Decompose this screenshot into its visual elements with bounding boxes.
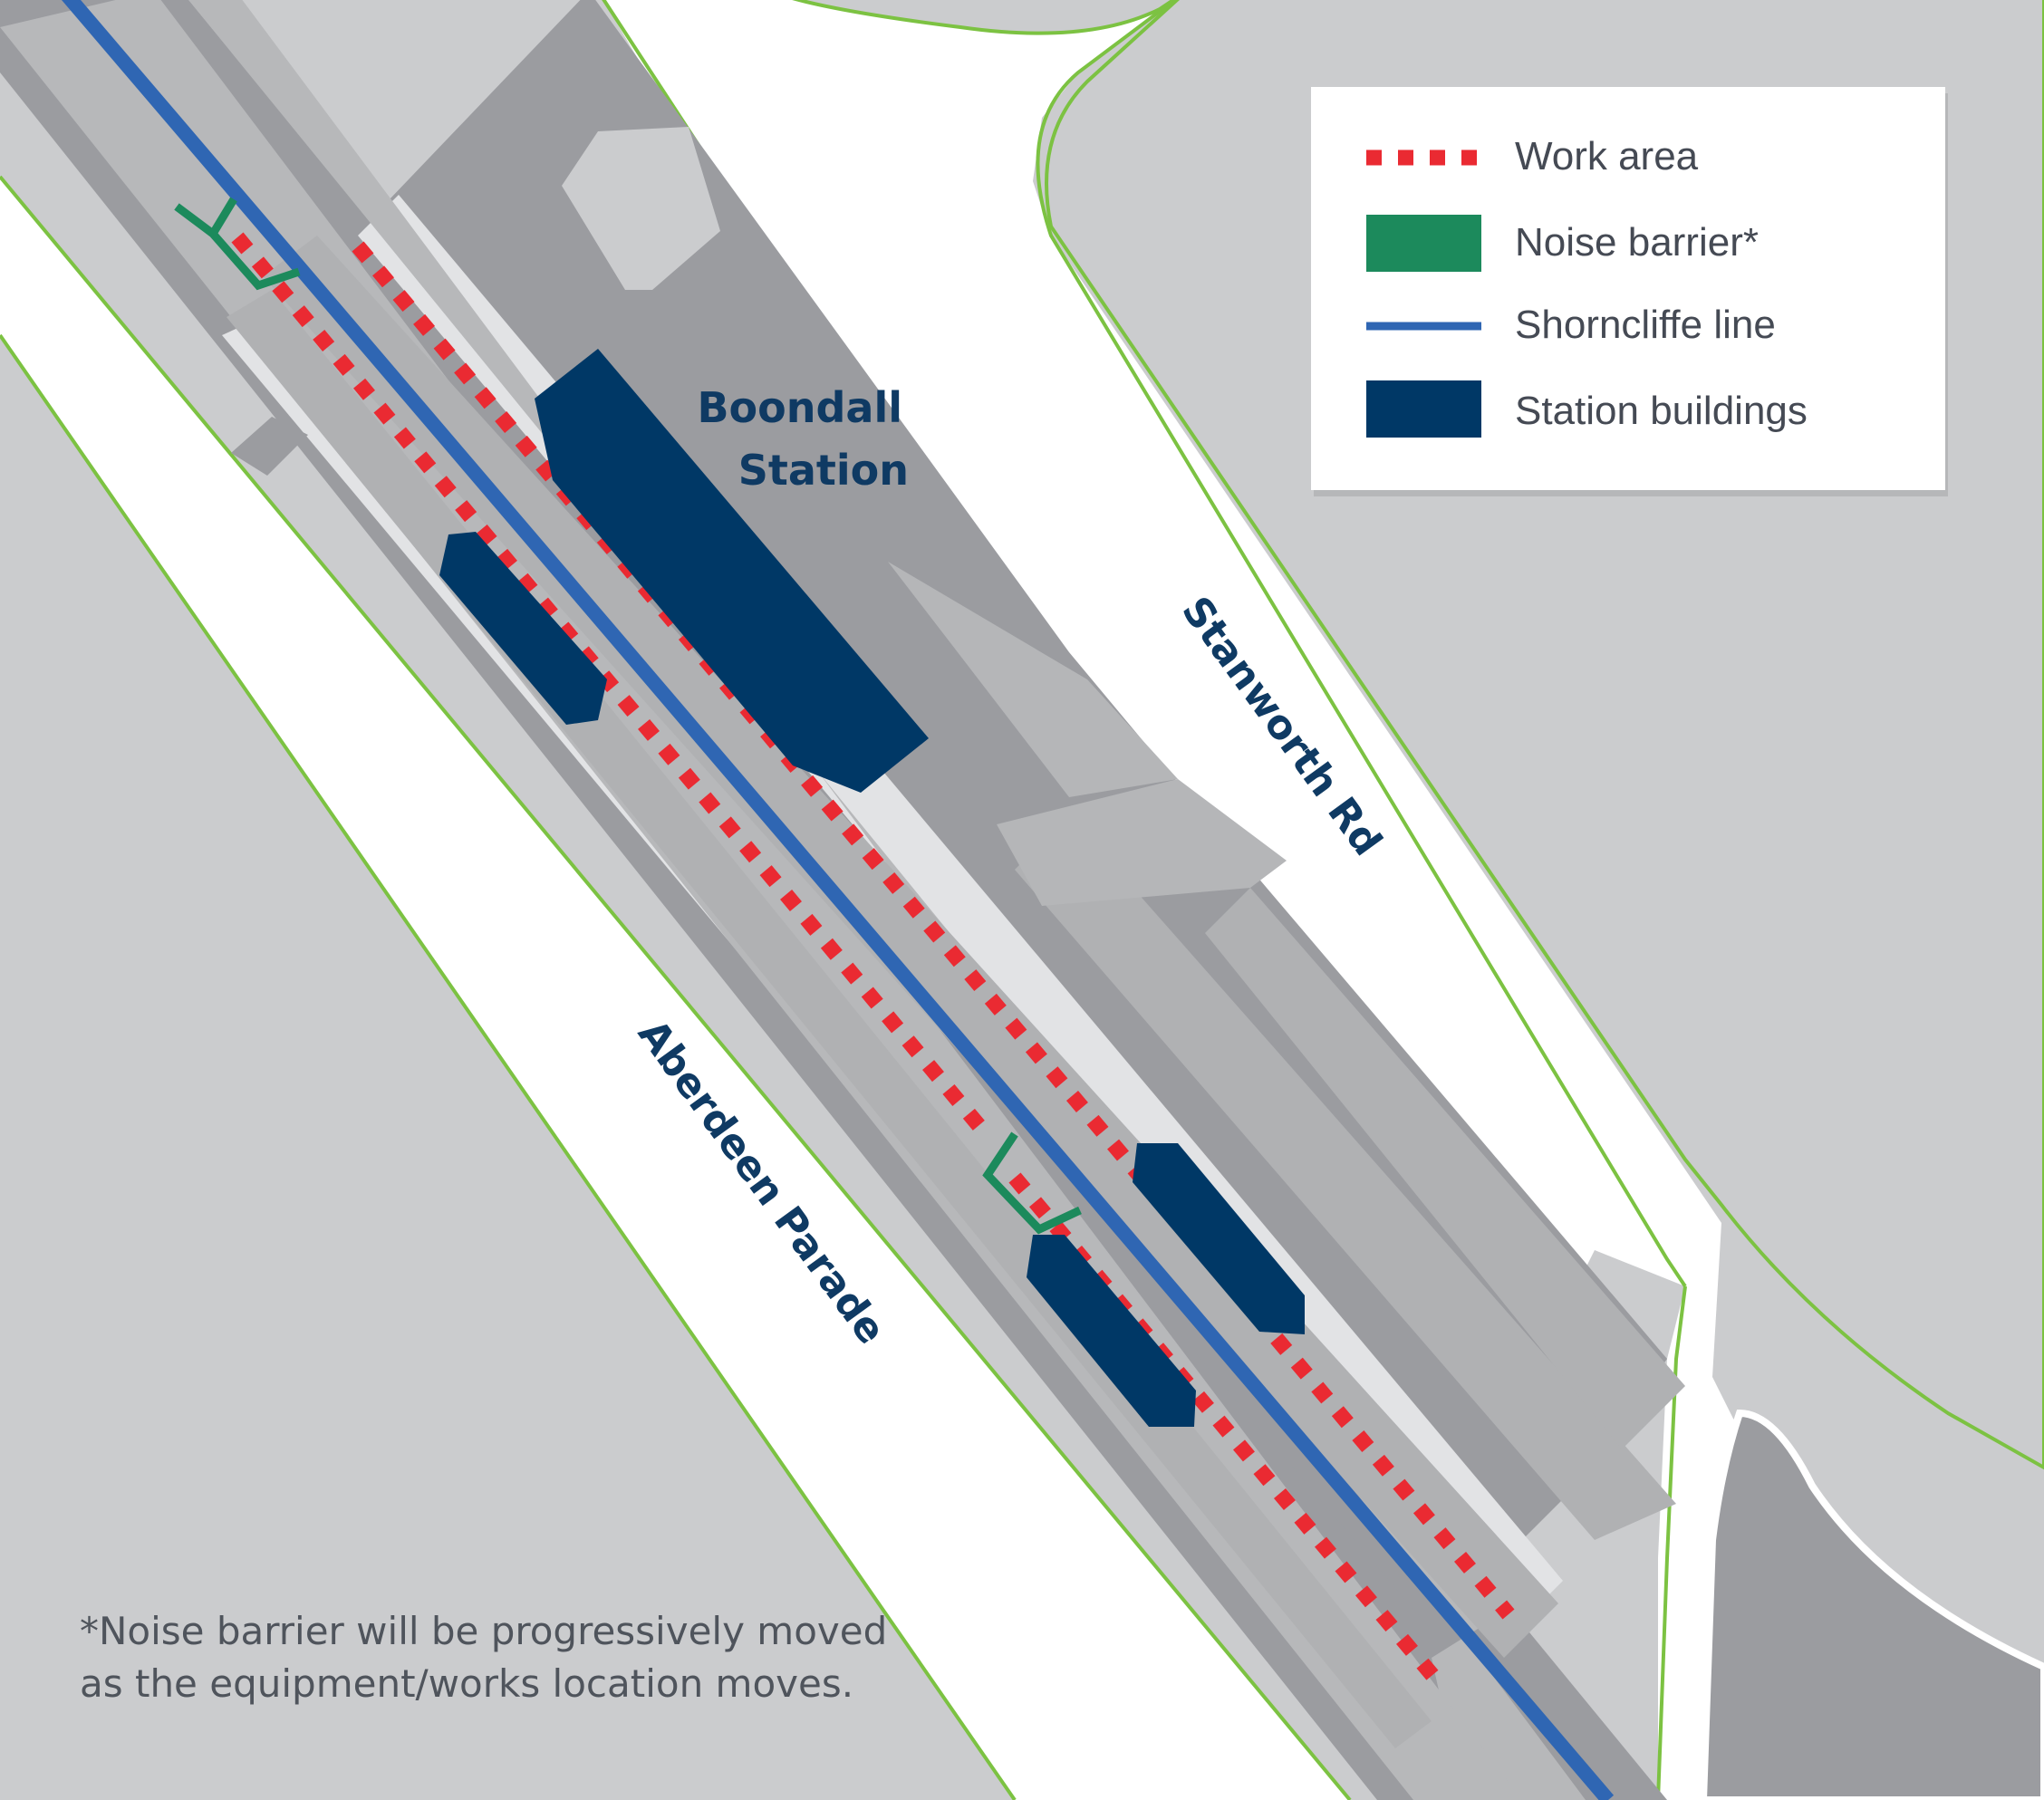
- station-name-line2: Station: [738, 446, 909, 495]
- aberdeen-road: [0, 175, 1352, 1800]
- legend-noise-barrier-label: Noise barrier*: [1515, 220, 1759, 265]
- shorncliffe-line: [62, 0, 1615, 1800]
- footnote: *Noise barrier will be progressively mov…: [80, 1609, 887, 1706]
- station-name-line1: Boondall: [697, 383, 902, 432]
- legend-station-buildings-label: Station buildings: [1515, 389, 1808, 433]
- legend-shorncliffe-line-label: Shorncliffe line: [1515, 303, 1776, 347]
- station-buildings: [439, 349, 1305, 1427]
- station-name: Boondall Station: [697, 383, 909, 495]
- station-building-west: [439, 532, 607, 725]
- legend-station-buildings-symbol: [1366, 380, 1481, 438]
- legend-noise-barrier-symbol: [1366, 215, 1481, 272]
- footnote-line1: *Noise barrier will be progressively mov…: [80, 1609, 887, 1653]
- station-building-southeast-1: [1133, 1143, 1305, 1334]
- legend: Work area Noise barrier* Shorncliffe lin…: [1311, 87, 1948, 496]
- noise-barrier: [174, 197, 1082, 1235]
- footnote-line2: as the equipment/works location moves.: [80, 1661, 853, 1706]
- legend-work-area-label: Work area: [1515, 134, 1699, 178]
- station-building-southeast-2: [1027, 1235, 1196, 1427]
- station-building-main: [535, 349, 929, 793]
- lower-right-block: [1699, 1409, 2044, 1800]
